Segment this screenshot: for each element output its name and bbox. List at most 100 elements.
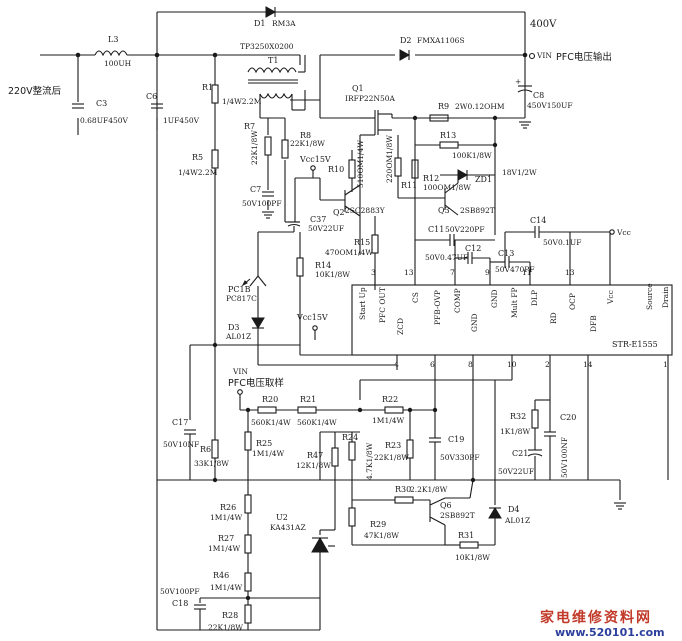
capacitor-c8: + C8 450V150UF <box>515 77 573 129</box>
capacitor-c17: C17 50V10NF <box>163 418 199 480</box>
resistor-r6: R6 33K1/8W <box>194 330 229 480</box>
ic-num-top-7: 7 <box>450 268 455 277</box>
t1-part: TP3250X0200 <box>240 42 294 51</box>
c19-value: 50V330PF <box>440 453 480 462</box>
ic-pin-gnd: GND <box>490 289 499 308</box>
resistor-r24: R24 4.7K1/8W <box>342 432 374 500</box>
r23-ref: R23 <box>385 441 401 450</box>
resistor-r20: R20 560K1/4W <box>251 395 298 427</box>
ic-name: STR-E1555 <box>612 340 658 349</box>
transformer-t1: TP3250X0200 T1 <box>240 42 320 118</box>
ic-pin-numbers-top: 3 13 9 7 11 13 <box>371 268 575 277</box>
ic-pin-drain: Drain <box>661 287 670 308</box>
ic-pin-pfbovp: PFB-OVP <box>433 290 442 325</box>
r14-ref: R14 <box>315 261 331 270</box>
c6-ref: C6 <box>146 92 157 101</box>
r10-ref: R10 <box>328 165 344 174</box>
pfc-sample-label: PFC电压取样 <box>228 377 284 389</box>
r31-ref: R31 <box>458 531 474 540</box>
r28-ref: R28 <box>222 611 238 620</box>
d1-ref: D1 <box>254 19 266 28</box>
r6-ref: R6 <box>200 445 211 454</box>
diode-d2: D2 FMXA1106S <box>399 36 465 61</box>
inductor-l3: L3 100UH <box>94 35 132 68</box>
zd1-value: 18V1/2W <box>502 168 537 177</box>
c37-ref: C37 <box>310 215 326 224</box>
r47-ref: R47 <box>307 451 323 460</box>
d2-ref: D2 <box>400 36 412 45</box>
r5-ref: R5 <box>192 153 203 162</box>
c12-value: 50V0.47UF <box>425 253 468 262</box>
c13-ref: C13 <box>498 249 514 258</box>
c11-ref: C11 <box>428 225 444 234</box>
ic-pin-zcd: ZCD <box>396 318 405 335</box>
vcc-right-label: Vcc <box>616 228 631 237</box>
mosfet-q1: Q1 IRFP22N50A <box>345 84 495 255</box>
capacitor-c18: 50V100PF C18 <box>160 587 207 630</box>
c11-value: 50V220PF <box>445 225 485 234</box>
resistor-r21: R21 560K1/4W <box>297 395 385 427</box>
ic-num-top-11: 11 <box>522 268 532 277</box>
r9-ref: R9 <box>438 102 449 111</box>
r25-ref: R25 <box>256 439 272 448</box>
resistor-r9: R9 2W0.12OHM <box>429 102 525 235</box>
ic-pin-rd: RD <box>549 312 558 324</box>
r25-value: 1M1/4W <box>252 449 285 458</box>
r7-ref: R7 <box>244 122 255 131</box>
input-voltage-label: 220V整流后 <box>8 85 62 97</box>
resistor-r29: R29 47K1/8W <box>348 500 445 546</box>
r24-ref: R24 <box>342 433 358 442</box>
diode-d1: D1 RM3A <box>254 6 296 28</box>
r21-value: 560K1/4W <box>297 418 337 427</box>
vcc15-b-label: Vcc15V <box>296 313 328 322</box>
r14-value: 10K1/8W <box>315 270 350 279</box>
d1-value: RM3A <box>272 19 296 28</box>
pc1b-ref: PC1B <box>228 285 251 294</box>
vcc15-a-label: Vcc15V <box>299 155 331 164</box>
resistor-r8: R8 22K1/8W <box>281 131 325 159</box>
zd1-ref: ZD1 <box>475 175 492 184</box>
capacitor-c11: C11 50V220PF <box>415 225 495 247</box>
ic-num-top-13b: 13 <box>565 268 575 277</box>
d4-ref: D4 <box>508 505 520 514</box>
resistor-r28: R28 22K1/8W <box>208 604 252 632</box>
q2-ref: Q2 <box>333 208 345 217</box>
resistor-r11: R11 220OM1/8W <box>385 135 417 198</box>
vcc15-terminal-b: Vcc15V <box>296 313 328 340</box>
c13-value: 50V470PF <box>495 265 535 274</box>
r10-value: 510OM1/4W <box>356 140 365 188</box>
resistor-r23: R23 22K1/8W <box>374 410 414 480</box>
r23-value: 22K1/8W <box>374 453 409 462</box>
c37-value: 50V22UF <box>308 224 344 233</box>
c12-ref: C12 <box>465 244 481 253</box>
optocoupler-pc1b: PC1B PC817C <box>226 268 267 303</box>
ic-bottom-wiring <box>396 355 669 480</box>
d4-value: AL01Z <box>504 516 530 525</box>
resistor-r1: R1 1/4W2.2M <box>202 83 262 106</box>
ic-num-bot-1: 1 <box>663 360 668 369</box>
resistor-r10: R10 510OM1/4W <box>328 140 365 192</box>
u2-value: KA431AZ <box>270 523 306 532</box>
ic-pin-dfb: DFB <box>589 315 598 332</box>
resistor-r26: R26 1M1/4W <box>210 494 252 535</box>
ic-pin-cs: CS <box>411 292 420 303</box>
ic-pin-startup: Start Up <box>358 287 367 320</box>
regulator-u2: U2 KA431AZ <box>270 513 335 630</box>
q3-value: 2SB892T <box>460 206 495 215</box>
c8-value: 450V150UF <box>527 101 573 110</box>
r12-value: 100OM1/8W <box>423 183 471 192</box>
resistor-r12: R12 100OM1/8W <box>411 159 471 192</box>
ic-pin-comp: COMP <box>453 288 462 313</box>
capacitor-c3: C3 0.68UF450V <box>71 99 129 125</box>
c17-value: 50V10NF <box>163 440 199 449</box>
capacitor-c13: C13 50V470PF <box>490 249 535 274</box>
resistor-r32: R32 1K1/8W <box>500 400 539 450</box>
resistor-r30: R30 2.2K1/8W <box>352 485 448 504</box>
r15-value: 470OM1/4W <box>325 248 373 257</box>
r8-value: 22K1/8W <box>290 139 325 148</box>
c19-ref: C19 <box>448 435 464 444</box>
r32-ref: R32 <box>510 412 526 421</box>
r7-value: 22K1/8W <box>250 130 259 165</box>
watermark-url: www.520101.com <box>555 626 665 639</box>
